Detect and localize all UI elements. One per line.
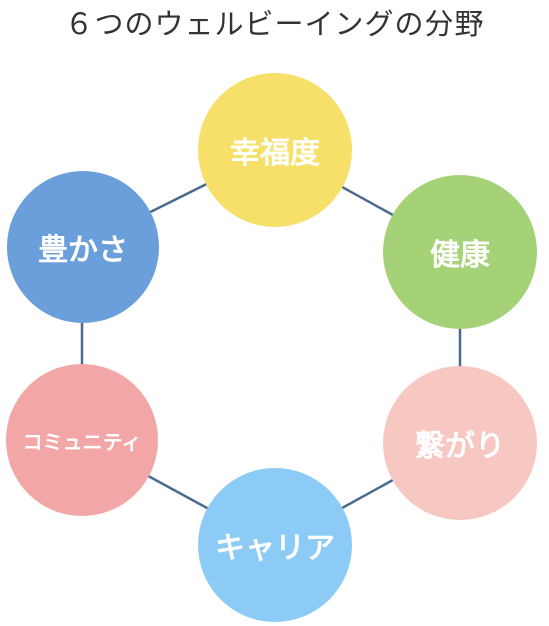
node-community-label: コミュニティ [22, 429, 142, 454]
node-wealth-label: 豊かさ [38, 233, 128, 268]
node-connections-label: 繋がり [415, 429, 505, 464]
node-health: 健康 [383, 175, 537, 329]
node-happiness-label: 幸福度 [230, 136, 320, 171]
node-happiness: 幸福度 [198, 73, 352, 227]
node-health-label: 健康 [430, 238, 490, 273]
node-career: キャリア [198, 468, 352, 622]
node-community: コミュニティ [6, 364, 158, 516]
diagram-title: ６つのウェルビーイングの分野 [64, 7, 485, 41]
node-career-label: キャリア [215, 531, 335, 566]
node-connections: 繋がり [383, 366, 537, 520]
node-wealth: 豊かさ [7, 171, 159, 323]
